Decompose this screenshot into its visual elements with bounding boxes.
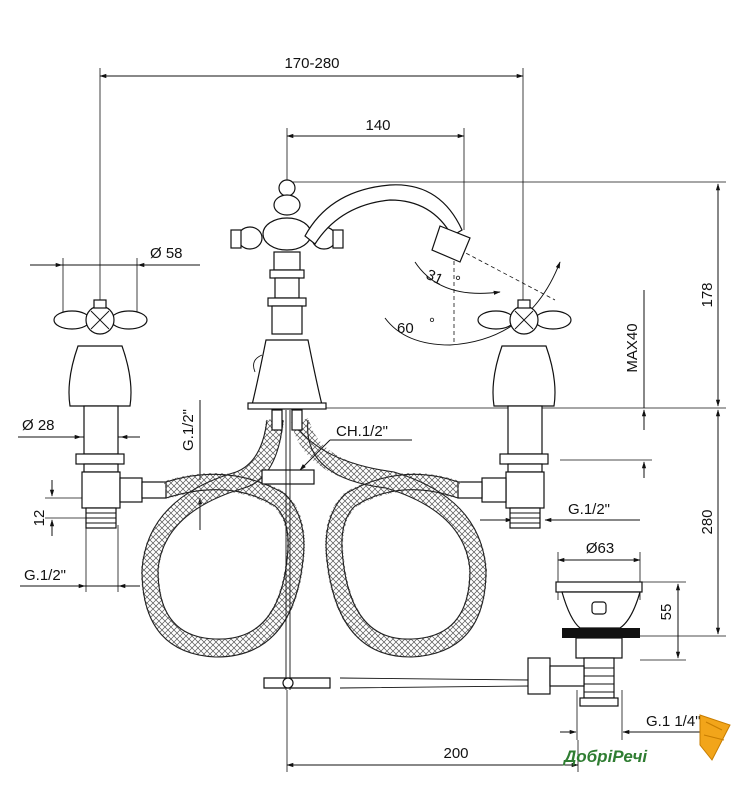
dimension-max-deck: MAX40: [560, 290, 652, 478]
waste-thread-label: G.1 1/4": [646, 713, 701, 730]
waste-assembly: [527, 581, 643, 707]
dimension-bottom-left-thread: G.1/2": [20, 525, 140, 592]
braided-hoses: [140, 409, 488, 658]
shank-diameter-label: Ø 28: [22, 417, 55, 434]
center-connection-label: CH.1/2": [336, 423, 388, 440]
dimension-waste-height: 55: [640, 581, 686, 661]
outlet-right-label: G.1/2": [568, 501, 610, 518]
brand-logo-text: ДобріРечі: [562, 747, 648, 766]
dimension-spread: 170-280: [99, 55, 524, 305]
handle-diameter-label: Ø 58: [150, 245, 183, 262]
spout-swivel-angles: 31 60 ° °: [384, 240, 561, 346]
svg-text:°: °: [455, 273, 461, 290]
dimension-shank-diameter: Ø 28: [18, 417, 140, 440]
waste-diameter-label: Ø63: [586, 540, 614, 557]
dimension-rod-length: 200: [286, 690, 579, 772]
max-deck-label: MAX40: [624, 323, 641, 372]
angle-small-label: 31: [423, 266, 445, 288]
inlet-left-label: G.1/2": [180, 409, 197, 451]
dimension-outlet-right: G.1/2": [480, 501, 640, 523]
bottom-left-thread-label: G.1/2": [24, 567, 66, 584]
popup-rod: [263, 410, 531, 690]
dimension-nut-height: 12: [31, 480, 90, 536]
dimension-handle-diameter: Ø 58: [30, 245, 200, 320]
spout-body: [230, 179, 471, 410]
right-valve: [457, 299, 572, 529]
angle-large-label: 60: [397, 320, 414, 337]
brand-logo: ДобріРечі: [562, 714, 731, 766]
spread-label: 170-280: [284, 55, 339, 72]
spout-reach-label: 140: [365, 117, 390, 134]
rod-length-label: 200: [443, 745, 468, 762]
under-deck-label: 280: [699, 509, 716, 534]
dimension-waste-thread: G.1 1/4": [560, 690, 701, 740]
waste-height-label: 55: [658, 604, 675, 621]
dimension-spout-reach: 140: [286, 117, 465, 230]
height-label: 178: [699, 282, 716, 307]
left-valve: [53, 299, 167, 529]
svg-text:°: °: [429, 315, 435, 332]
dimension-under-deck: 280: [640, 409, 726, 637]
nut-height-label: 12: [31, 510, 48, 527]
